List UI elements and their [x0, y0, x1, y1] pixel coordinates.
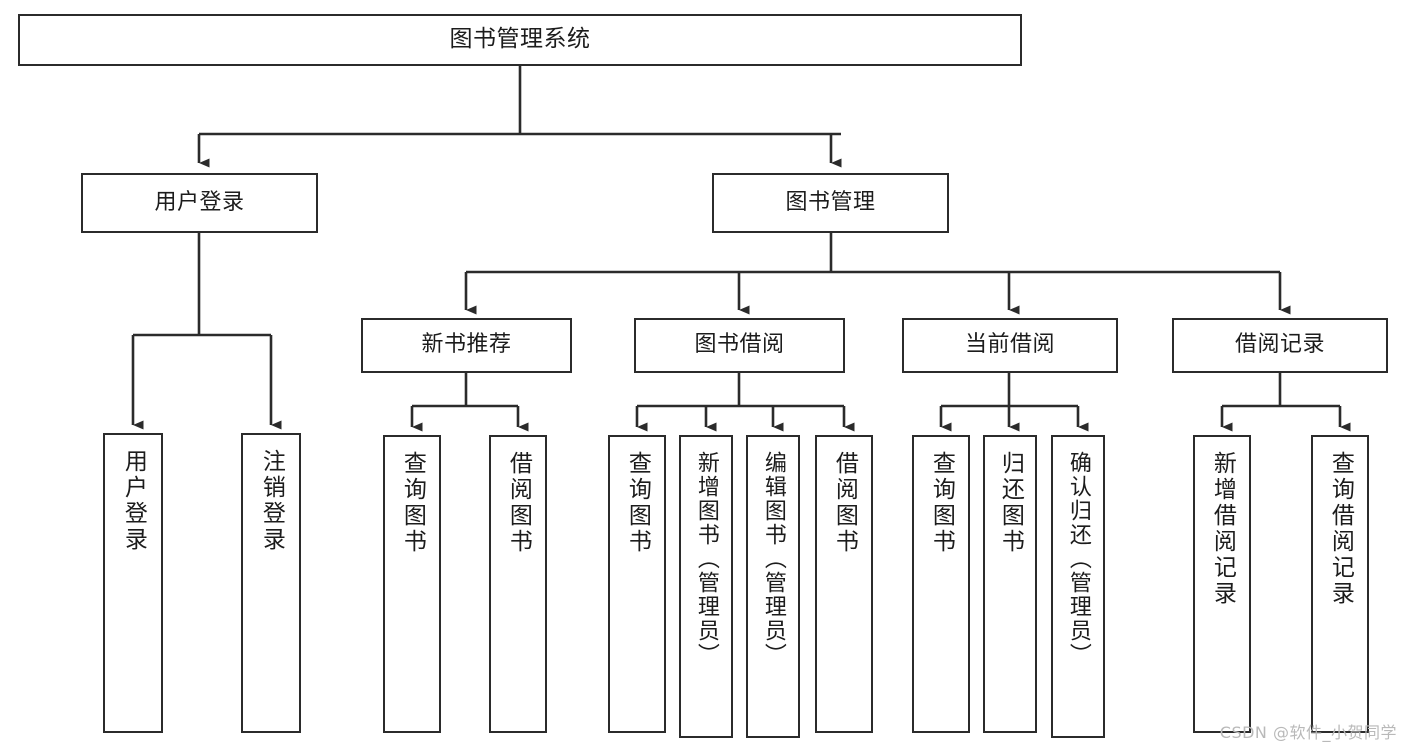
leaf-current-return-book-label: 归还图书 — [997, 451, 1024, 555]
leaf-current-query-book[interactable]: 查询图书 — [912, 435, 970, 733]
leaf-record-query-record-label: 查询借阅记录 — [1327, 451, 1354, 607]
leaf-record-query-record[interactable]: 查询借阅记录 — [1311, 435, 1369, 733]
node-borrow-record[interactable]: 借阅记录 — [1172, 318, 1388, 373]
node-new-book-recommend-label: 新书推荐 — [421, 332, 512, 358]
node-user-login-label: 用户登录 — [154, 189, 245, 215]
leaf-borrow-add-book-admin[interactable]: 新增图书（管理员） — [679, 435, 733, 738]
node-root-system-label: 图书管理系统 — [449, 26, 591, 53]
leaf-current-confirm-return-admin-label: 确认归还（管理员） — [1065, 451, 1091, 667]
leaf-borrow-edit-book-admin-label: 编辑图书（管理员） — [760, 451, 786, 667]
leaf-user-login-signout[interactable]: 注销登录 — [241, 433, 301, 733]
node-user-login[interactable]: 用户登录 — [81, 173, 318, 233]
leaf-user-login-signin-label: 用户登录 — [120, 449, 147, 553]
leaf-borrow-borrow-book[interactable]: 借阅图书 — [815, 435, 873, 733]
leaf-record-add-record[interactable]: 新增借阅记录 — [1193, 435, 1251, 733]
node-book-borrow[interactable]: 图书借阅 — [634, 318, 845, 373]
leaf-newbook-borrow-book-label: 借阅图书 — [505, 451, 532, 555]
leaf-current-return-book[interactable]: 归还图书 — [983, 435, 1037, 733]
leaf-current-query-book-label: 查询图书 — [928, 451, 955, 555]
leaf-newbook-query-book[interactable]: 查询图书 — [383, 435, 441, 733]
leaf-borrow-query-book-label: 查询图书 — [624, 451, 651, 555]
leaf-newbook-borrow-book[interactable]: 借阅图书 — [489, 435, 547, 733]
node-root-system[interactable]: 图书管理系统 — [18, 14, 1022, 66]
leaf-record-add-record-label: 新增借阅记录 — [1209, 451, 1236, 607]
leaf-user-login-signin[interactable]: 用户登录 — [103, 433, 163, 733]
leaf-borrow-query-book[interactable]: 查询图书 — [608, 435, 666, 733]
csdn-watermark: CSDN @软件_小贺同学 — [1219, 723, 1397, 742]
leaf-borrow-edit-book-admin[interactable]: 编辑图书（管理员） — [746, 435, 800, 738]
node-book-borrow-label: 图书借阅 — [694, 332, 785, 358]
node-borrow-record-label: 借阅记录 — [1234, 332, 1325, 358]
node-book-management-label: 图书管理 — [785, 189, 876, 215]
node-current-borrow-label: 当前借阅 — [964, 332, 1055, 358]
leaf-borrow-add-book-admin-label: 新增图书（管理员） — [693, 451, 719, 667]
node-book-management[interactable]: 图书管理 — [712, 173, 949, 233]
leaf-current-confirm-return-admin[interactable]: 确认归还（管理员） — [1051, 435, 1105, 738]
leaf-user-login-signout-label: 注销登录 — [258, 449, 285, 553]
leaf-borrow-borrow-book-label: 借阅图书 — [831, 451, 858, 555]
node-new-book-recommend[interactable]: 新书推荐 — [361, 318, 572, 373]
leaf-newbook-query-book-label: 查询图书 — [399, 451, 426, 555]
node-current-borrow[interactable]: 当前借阅 — [902, 318, 1118, 373]
